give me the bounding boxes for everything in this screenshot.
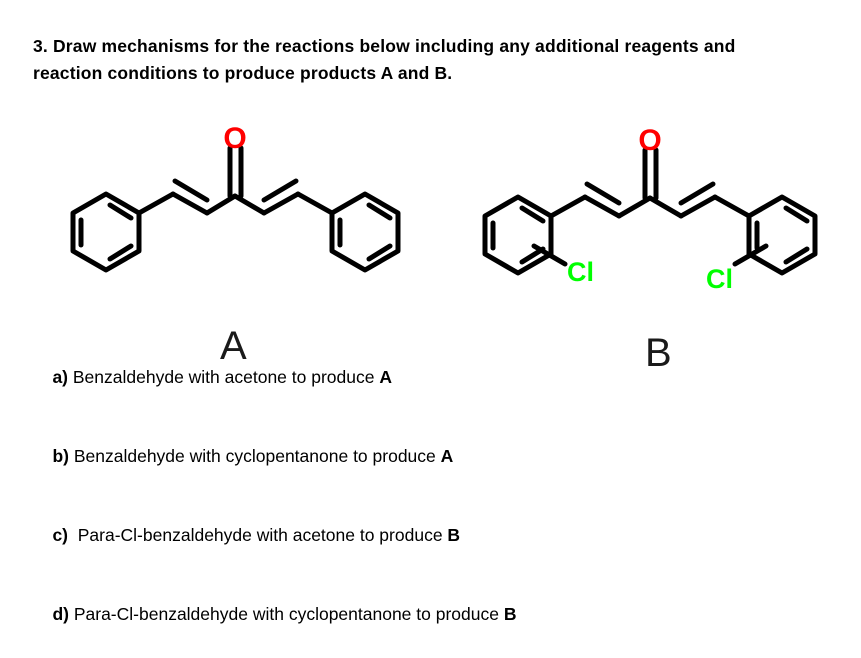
aromatic-line [107, 243, 134, 262]
aromatic-line [107, 202, 134, 221]
choice-d-product: B [503, 603, 517, 624]
phenyl-ring-right [329, 191, 401, 273]
bond [295, 191, 335, 216]
choice-c-tag: c) [52, 524, 69, 545]
carbonyl-oxygen-label: O [223, 122, 246, 155]
choice-c-body: Para-Cl-benzaldehyde with acetone to pro… [68, 524, 448, 545]
choice-a-product: A [379, 366, 392, 387]
aromatic-line [783, 205, 810, 224]
bond [204, 193, 238, 216]
bond [261, 191, 301, 216]
bond [582, 194, 622, 219]
compound-a-letter: A [220, 324, 247, 368]
choice-a-body: Benzaldehyde with acetone to produce [68, 366, 380, 387]
carbonyl-oxygen-label: O [638, 124, 661, 157]
choice-d[interactable]: d) Para-Cl-benzaldehyde with cyclopentan… [33, 579, 823, 658]
bond [678, 194, 718, 219]
compound-b-bonds [482, 147, 818, 276]
bond [232, 193, 267, 216]
choice-b-product: A [440, 445, 454, 466]
bond [647, 195, 684, 219]
chlorine-label-right: Cl [706, 264, 733, 293]
alkene-double-line [678, 181, 716, 206]
phenyl-ring-left [70, 191, 142, 273]
choice-b[interactable]: b) Benzaldehyde with cyclopentanone to p… [33, 421, 823, 500]
question-prompt: 3. Draw mechanisms for the reactions bel… [33, 36, 736, 83]
compound-b-svg: O Cl Cl [482, 124, 818, 293]
bond [548, 194, 588, 219]
chlorine-label-left: Cl [567, 257, 594, 287]
aromatic-line [783, 246, 810, 265]
aromatic-line [366, 243, 393, 262]
choice-c[interactable]: c) Para-Cl-benzaldehyde with acetone to … [33, 500, 823, 579]
alkene-double-line [261, 178, 299, 203]
compound-a-bonds [70, 145, 401, 273]
aromatic-line [519, 205, 546, 224]
choice-a-tag: a) [52, 366, 69, 387]
chlorine-bond-right [732, 243, 769, 267]
compound-a-svg: O [70, 122, 401, 273]
answer-choice-list: a) Benzaldehyde with acetone to produce … [33, 342, 823, 658]
alkene-double-line [172, 178, 210, 203]
choice-a[interactable]: a) Benzaldehyde with acetone to produce … [33, 342, 823, 421]
alkene-double-line [584, 181, 622, 206]
compound-b-letter: B [645, 331, 672, 375]
bond [170, 191, 210, 216]
structure-diagrams: O [0, 108, 861, 373]
choice-b-tag: b) [52, 445, 69, 466]
choice-b-body: Benzaldehyde with cyclopentanone to prod… [68, 445, 441, 466]
aromatic-line [366, 202, 393, 221]
choice-d-tag: d) [52, 603, 69, 624]
compound-a-structure: O [55, 108, 405, 283]
choice-c-product: B [447, 524, 461, 545]
bond [616, 195, 653, 219]
bond [136, 191, 176, 216]
compound-b-structure: O Cl Cl [470, 108, 845, 293]
chlorine-bond-left [531, 243, 568, 267]
choice-d-body: Para-Cl-benzaldehyde with cyclopentanone… [68, 603, 504, 624]
bond [712, 194, 752, 219]
